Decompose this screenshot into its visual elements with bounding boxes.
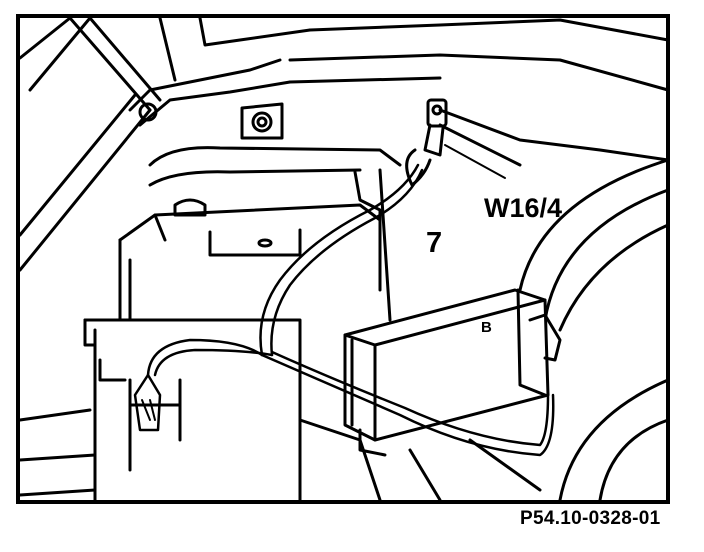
battery [18,318,302,502]
ground-clip [133,373,162,432]
test-cable [146,163,555,457]
wheel-housing [438,108,670,502]
module-mark: B [481,319,492,336]
figure-frame [16,14,670,504]
figure-reference-number: P54.10-0328-01 [520,508,661,529]
battery-tray [118,146,402,322]
mounting-bracket [240,102,284,140]
connector-label: W16/4 [484,193,562,223]
hood-panel [18,16,162,272]
hood-hinge [128,16,670,127]
module-label: 7 [426,227,442,259]
connector-leader-line [444,144,506,179]
control-module [343,288,562,457]
